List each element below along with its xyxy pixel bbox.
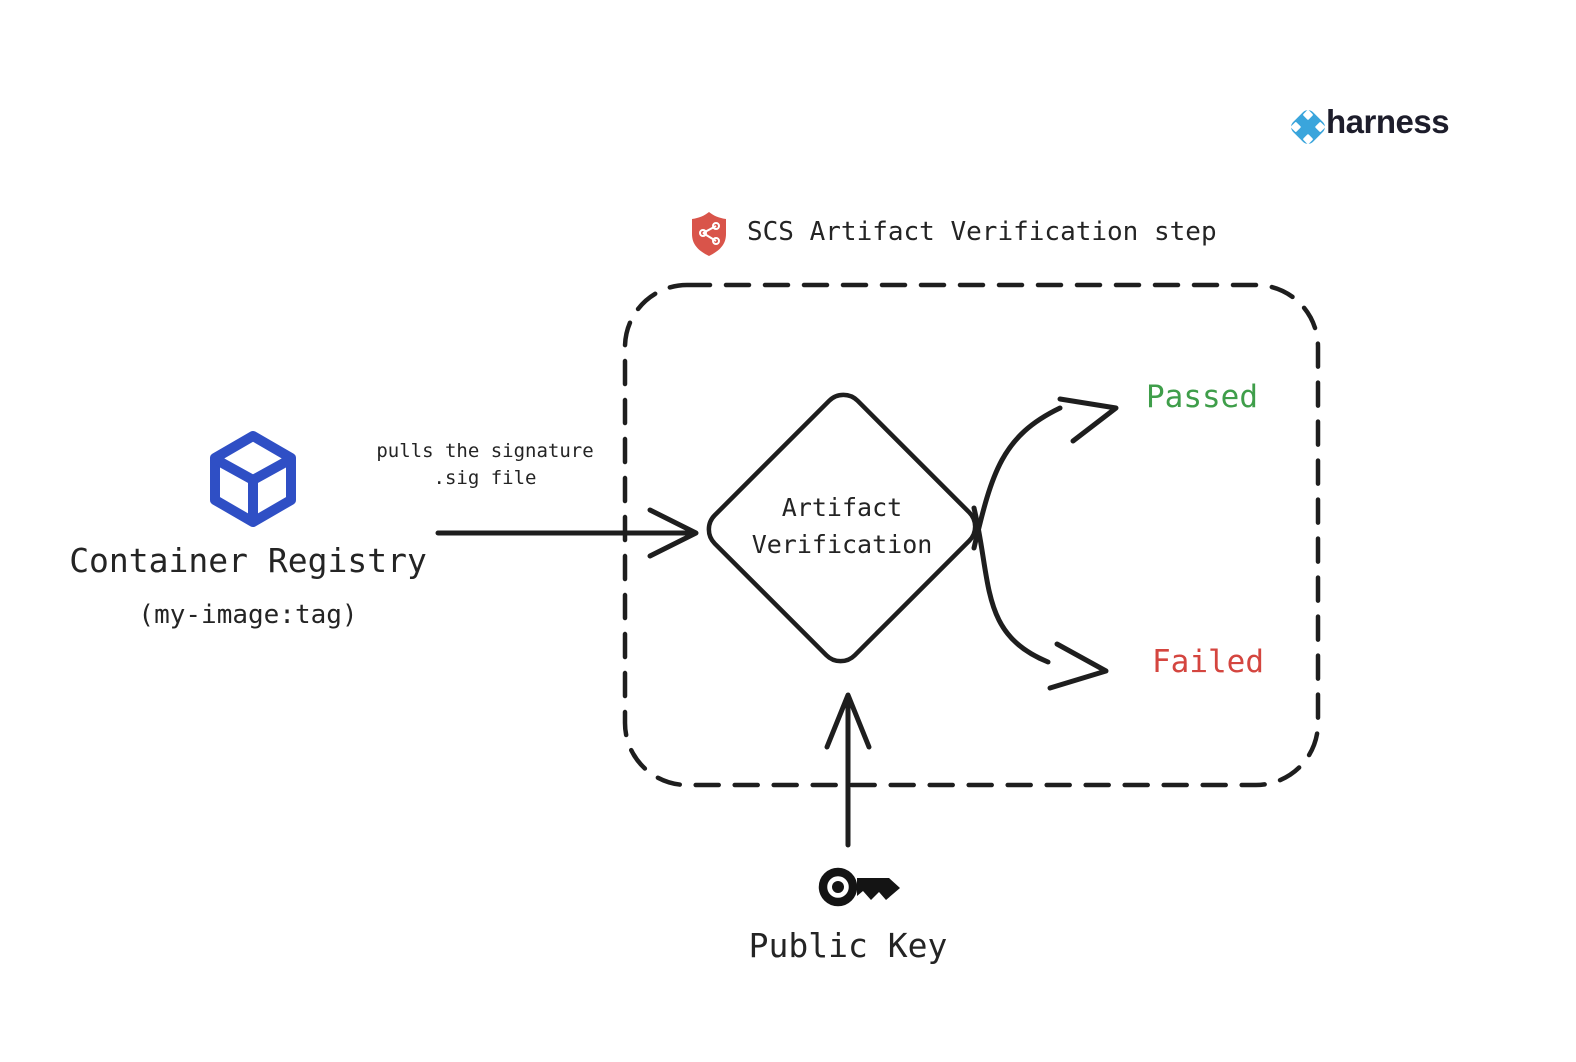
container-cube-icon xyxy=(210,431,296,527)
decision-label-line2: Verification xyxy=(751,530,933,559)
shield-branch-icon xyxy=(692,212,726,256)
brand-wordmark: harness xyxy=(1326,103,1450,140)
key-icon xyxy=(818,867,900,907)
outcome-passed-label: Passed xyxy=(1146,379,1258,415)
failed-arrow-head xyxy=(1047,641,1109,691)
step-title: SCS Artifact Verification step xyxy=(747,217,1217,247)
container-registry-label: Container Registry xyxy=(69,541,427,580)
image-tag-label: (my-image:tag) xyxy=(138,600,358,630)
outcome-failed-label: Failed xyxy=(1152,644,1264,680)
pull-arrow-label: pulls the signature .sig file xyxy=(360,438,610,492)
passed-arrow-curve xyxy=(971,405,1063,551)
decision-label: Artifact Verification xyxy=(732,489,952,563)
passed-arrow-head xyxy=(1057,396,1119,444)
public-key-arrow-head xyxy=(824,692,872,750)
failed-arrow-curve xyxy=(971,505,1051,665)
pull-arrow-label-line1: pulls the signature xyxy=(376,440,594,462)
decision-label-line1: Artifact xyxy=(781,493,903,522)
harness-logo-icon xyxy=(1290,109,1326,145)
pull-arrow-label-line2: .sig file xyxy=(433,467,537,489)
decision-diamond xyxy=(706,392,978,664)
public-key-label: Public Key xyxy=(748,926,948,965)
pull-arrow-head xyxy=(647,507,699,559)
